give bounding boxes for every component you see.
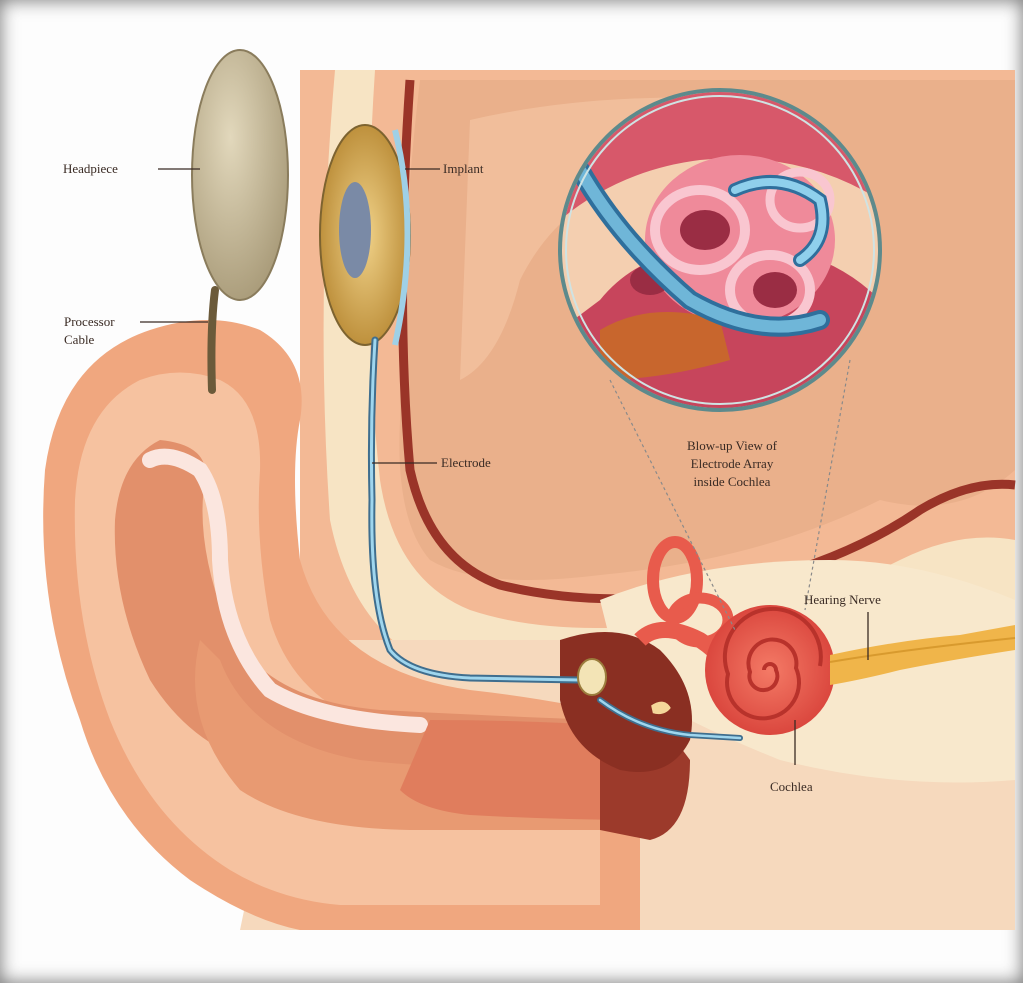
label-implant: Implant xyxy=(443,161,483,177)
label-processor-cable-line2: Cable xyxy=(64,332,94,348)
label-hearing-nerve: Hearing Nerve xyxy=(804,592,881,608)
processor-cable xyxy=(211,290,215,390)
label-electrode: Electrode xyxy=(441,455,491,471)
implant-magnet xyxy=(339,182,371,278)
cochlea xyxy=(705,605,835,735)
label-blowup-line3: inside Cochlea xyxy=(667,474,797,490)
label-blowup-line1: Blow-up View of xyxy=(667,438,797,454)
label-blowup-line2: Electrode Array xyxy=(667,456,797,472)
headpiece xyxy=(192,50,288,300)
label-headpiece: Headpiece xyxy=(63,161,118,177)
label-processor-cable-line1: Processor xyxy=(64,314,115,330)
label-cochlea: Cochlea xyxy=(770,779,813,795)
round-window xyxy=(578,659,606,695)
